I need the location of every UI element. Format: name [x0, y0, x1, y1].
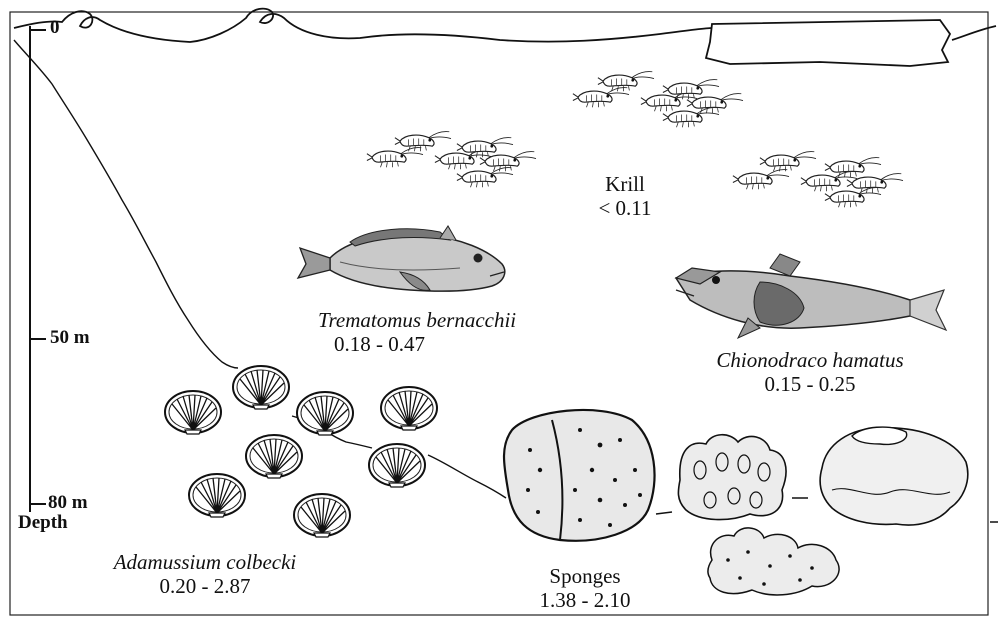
trematomus-fish-drawing — [298, 226, 505, 291]
krill-range: < 0.11 — [575, 196, 675, 220]
depth-label-80m: 80 m — [48, 492, 88, 514]
krill-swarm-left — [367, 132, 536, 188]
trematomus-range: 0.18 - 0.47 — [334, 332, 558, 356]
trematomus-name: Trematomus bernacchii — [318, 308, 558, 332]
iceberg — [706, 20, 950, 66]
depth-label-0: 0 — [50, 17, 60, 39]
trematomus-label: Trematomus bernacchii 0.18 - 0.47 — [318, 308, 558, 356]
chionodraco-range: 0.15 - 0.25 — [690, 372, 930, 396]
sponges-label: Sponges 1.38 - 2.10 — [525, 564, 645, 612]
adamussium-name: Adamussium colbecki — [80, 550, 330, 574]
sponges-name: Sponges — [525, 564, 645, 588]
adamussium-range: 0.20 - 2.87 — [80, 574, 330, 598]
depth-label-50m: 50 m — [50, 327, 90, 349]
sponges-range: 1.38 - 2.10 — [525, 588, 645, 612]
chionodraco-fish-drawing — [676, 254, 946, 338]
krill-swarm-right — [733, 152, 903, 208]
krill-name: Krill — [575, 172, 675, 196]
krill-label: Krill < 0.11 — [575, 172, 675, 220]
chionodraco-label: Chionodraco hamatus 0.15 - 0.25 — [690, 348, 930, 396]
adamussium-label: Adamussium colbecki 0.20 - 2.87 — [80, 550, 330, 598]
depth-axis-title: Depth — [18, 512, 68, 534]
krill-swarm-center — [573, 72, 743, 128]
chionodraco-name: Chionodraco hamatus — [690, 348, 930, 372]
scallop-group — [165, 366, 437, 537]
